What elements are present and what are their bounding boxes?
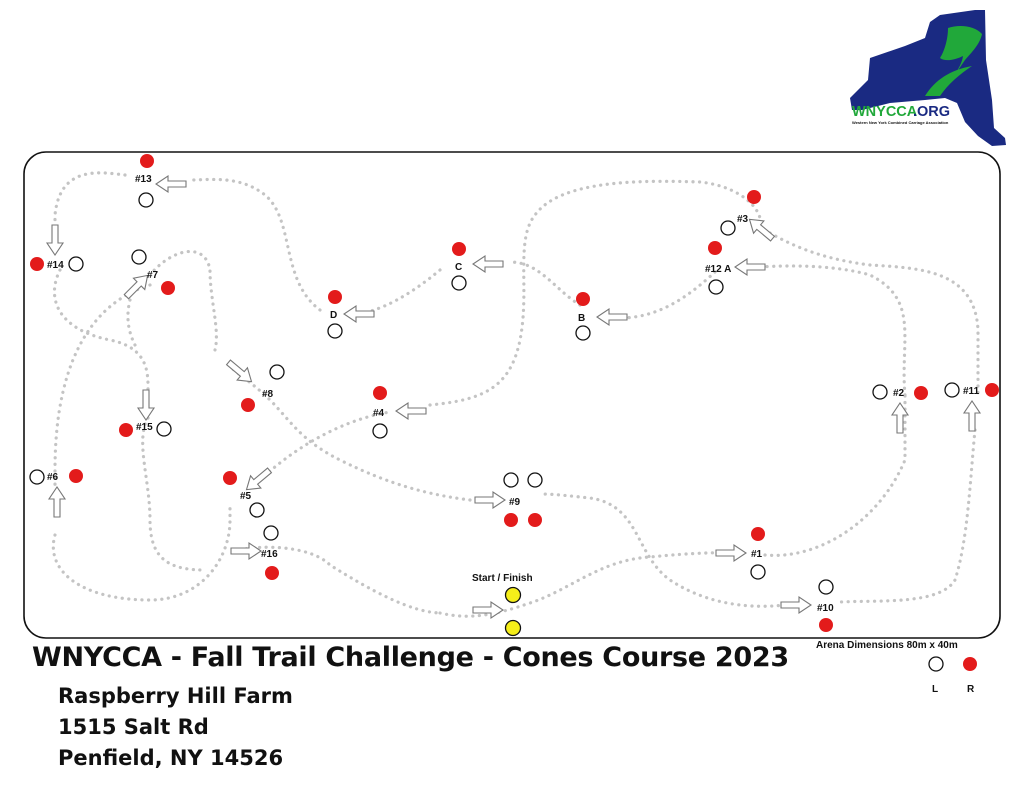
gate-label-8: #8	[262, 389, 274, 400]
cone-10-red	[819, 618, 833, 632]
cone-15-red	[119, 423, 133, 437]
cone-4-white	[372, 423, 388, 439]
horse-mane-icon	[925, 66, 972, 96]
cone-6-white	[29, 469, 45, 485]
cone-12a-white	[708, 279, 724, 295]
cone-8-white	[269, 364, 285, 380]
cone-c-red	[452, 242, 466, 256]
cone-2-red	[914, 386, 928, 400]
cone-8-red	[241, 398, 255, 412]
cone-9-white-a	[503, 472, 519, 488]
cone-2-white	[872, 384, 888, 400]
cone-3-red	[747, 190, 761, 204]
gate-label-14: #14	[47, 260, 64, 271]
legend-cone-left	[928, 656, 944, 672]
cone-b-white	[575, 325, 591, 341]
cone-13-white	[138, 192, 154, 208]
address-line-1: Raspberry Hill Farm	[58, 684, 293, 708]
gate-label-7: #7	[147, 270, 159, 281]
arena-border	[23, 151, 1001, 639]
cone-6-red	[69, 469, 83, 483]
cone-3-white	[720, 220, 736, 236]
gate-label-15: #15	[136, 422, 153, 433]
cone-4-red	[373, 386, 387, 400]
gate-label-c: C	[455, 262, 462, 273]
cone-9-white-b	[527, 472, 543, 488]
cone-9-red-a	[504, 513, 518, 527]
cone-d-red	[328, 290, 342, 304]
cone-12a-red	[708, 241, 722, 255]
cone-c-white	[451, 275, 467, 291]
gate-label-16: #16	[261, 549, 278, 560]
gate-label-9: #9	[509, 497, 521, 508]
gate-label-10: #10	[817, 603, 834, 614]
gate-label-4: #4	[373, 408, 385, 419]
gate-label-2: #2	[893, 388, 905, 399]
cone-10-white	[818, 579, 834, 595]
logo-text-a: WNYCCA	[852, 104, 918, 120]
gate-label-6: #6	[47, 472, 59, 483]
cone-13-red	[140, 154, 154, 168]
cone-7-white	[131, 249, 147, 265]
cone-14-red	[30, 257, 44, 271]
wnycca-logo: WNYCCA .ORG Western New York Combined Ca…	[850, 10, 1006, 146]
cone-9-red-b	[528, 513, 542, 527]
legend-left-label: L	[932, 684, 938, 695]
arena-dimensions: Arena Dimensions 80m x 40m	[816, 640, 958, 651]
gate-label-b: B	[578, 313, 585, 324]
gate-label-3: #3	[737, 214, 749, 225]
cone-start-top	[504, 586, 522, 604]
cone-16-white	[263, 525, 279, 541]
logo-subtitle: Western New York Combined Carriage Assoc…	[852, 120, 949, 125]
cone-start-bottom	[504, 619, 522, 637]
address-line-2: 1515 Salt Rd	[58, 715, 209, 739]
legend-right-label: R	[967, 684, 975, 695]
cone-1-white	[750, 564, 766, 580]
address-line-3: Penfield, NY 14526	[58, 746, 284, 770]
horse-head-icon	[940, 26, 982, 86]
gate-label-12a: #12 A	[705, 264, 731, 275]
gate-label-11: #11	[963, 386, 980, 397]
cone-15-white	[156, 421, 172, 437]
cone-16-red	[265, 566, 279, 580]
gate-label-5: #5	[240, 491, 252, 502]
cone-11-white	[944, 382, 960, 398]
gate-label-1: #1	[751, 549, 763, 560]
cone-7-red	[161, 281, 175, 295]
cones	[29, 154, 999, 672]
ny-state-shape-icon	[850, 10, 1006, 146]
cone-5-white	[249, 502, 265, 518]
cone-14-white	[68, 256, 84, 272]
gate-label-d: D	[330, 310, 337, 321]
logo-text-b: .ORG	[913, 104, 950, 120]
gate-label-13: #13	[135, 174, 152, 185]
cone-b-red	[576, 292, 590, 306]
legend-cone-right	[963, 657, 977, 671]
cone-d-white	[327, 323, 343, 339]
cone-11-red	[985, 383, 999, 397]
page-title: WNYCCA - Fall Trail Challenge - Cones Co…	[32, 642, 789, 673]
cone-1-red	[751, 527, 765, 541]
start-finish-label: Start / Finish	[472, 573, 533, 584]
cone-5-red	[223, 471, 237, 485]
course-path	[51, 171, 980, 618]
gate-labels: #13 #14 #7 D C B #3 #12 A #8 #4 #2 #11 #…	[47, 174, 980, 695]
